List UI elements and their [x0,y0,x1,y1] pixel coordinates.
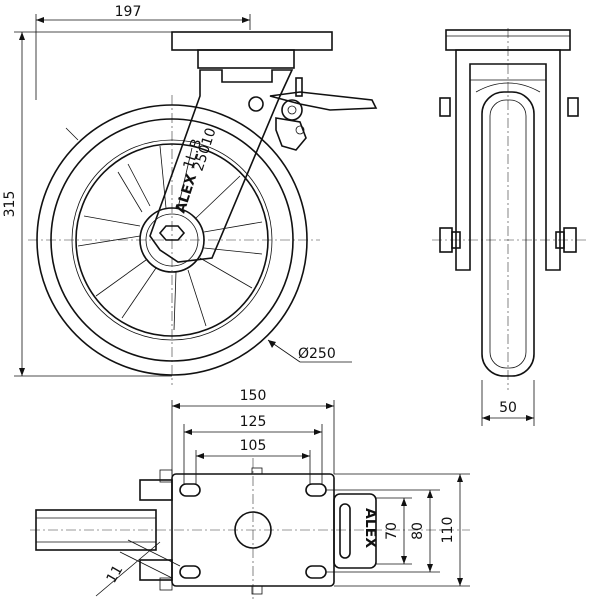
front-view: 50 [432,28,586,426]
center-hole [234,511,272,549]
dim-bolt-hole: 11 [104,563,127,586]
brake-mechanism [248,77,378,151]
tire-outer [36,104,308,376]
rim-outer [71,139,273,341]
dim-bolt-spacing-short: 105 [240,438,267,454]
dim-bolt-spacing-long: 125 [240,414,267,430]
hub [139,207,205,273]
swivel-head [197,49,295,69]
top-plate [171,31,333,51]
side-view: 1L.B 25010 ALEX 197 315 [2,4,378,385]
dim-plate-width: 110 [440,517,456,544]
brake-pedal [333,493,377,569]
rim-edge [75,143,269,337]
dim-wheel-diameter: Ø250 [298,346,336,362]
front-wheel [481,91,535,377]
wheel-spokes [77,145,263,331]
dim-overall-width: 197 [115,4,142,20]
dim-bolt-width-inner: 70 [384,522,400,540]
tire-inner [50,118,294,362]
plan-view: ALEX 150 125 105 110 80 [30,388,470,600]
dim-wheel-width: 50 [499,400,517,416]
brand-on-fork: ALEX [173,172,201,215]
dim-overall-height: 315 [2,191,18,218]
fork-arm [149,69,294,263]
dim-plate-length: 150 [240,388,267,404]
dim-bolt-width-outer: 80 [410,522,426,540]
brand-label: ALEX [362,508,378,548]
front-fork [455,49,561,271]
axle-nut [158,225,186,241]
plan-wheel [35,509,157,551]
